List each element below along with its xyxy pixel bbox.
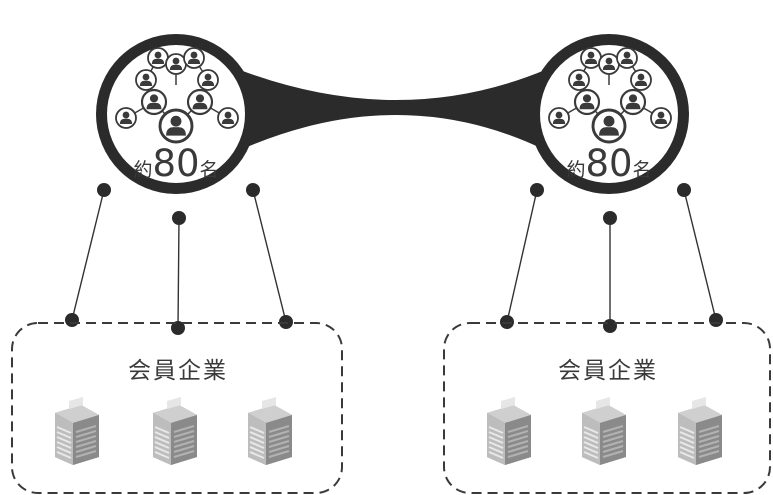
person-icon <box>140 88 168 116</box>
count-prefix: 約 <box>133 159 153 181</box>
person-icon <box>580 47 602 69</box>
left-member-count: 約80名 <box>96 142 256 185</box>
person-icon <box>158 108 194 144</box>
person-icon <box>573 88 601 116</box>
right-network-icon <box>548 47 672 144</box>
office-building-icon <box>677 395 723 466</box>
person-icon <box>217 107 239 129</box>
left-connectors <box>71 189 287 329</box>
person-icon <box>197 69 219 91</box>
person-icon <box>548 107 570 129</box>
person-icon <box>598 53 620 75</box>
right-member-count: 約80名 <box>529 142 689 185</box>
left-connector-dots <box>65 183 293 335</box>
left-members-title: 会員企業 <box>128 358 228 384</box>
count-suffix: 名 <box>632 159 652 181</box>
person-icon <box>619 88 647 116</box>
person-icon <box>568 69 590 91</box>
count-prefix: 約 <box>566 159 586 181</box>
person-icon <box>616 47 638 69</box>
office-building-icon <box>152 395 198 466</box>
person-icon <box>135 69 157 91</box>
right-buildings <box>486 395 723 466</box>
person-icon <box>650 107 672 129</box>
connection-bridge <box>240 70 545 150</box>
person-icon <box>186 88 214 116</box>
office-building-icon <box>247 395 293 466</box>
office-building-icon <box>486 395 532 466</box>
count-suffix: 名 <box>199 159 219 181</box>
count-number: 80 <box>152 142 200 185</box>
person-icon <box>591 108 627 144</box>
left-buildings <box>54 395 293 466</box>
left-members-box <box>11 322 343 494</box>
office-building-icon <box>54 395 100 466</box>
person-icon <box>165 53 187 75</box>
office-building-icon <box>581 395 627 466</box>
person-icon <box>115 107 137 129</box>
right-members-box <box>443 322 771 494</box>
person-icon <box>630 69 652 91</box>
right-members-title: 会員企業 <box>558 358 658 384</box>
right-connectors <box>506 189 717 326</box>
person-icon <box>147 47 169 69</box>
left-network-icon <box>115 47 239 144</box>
person-icon <box>183 47 205 69</box>
count-number: 80 <box>585 142 633 185</box>
